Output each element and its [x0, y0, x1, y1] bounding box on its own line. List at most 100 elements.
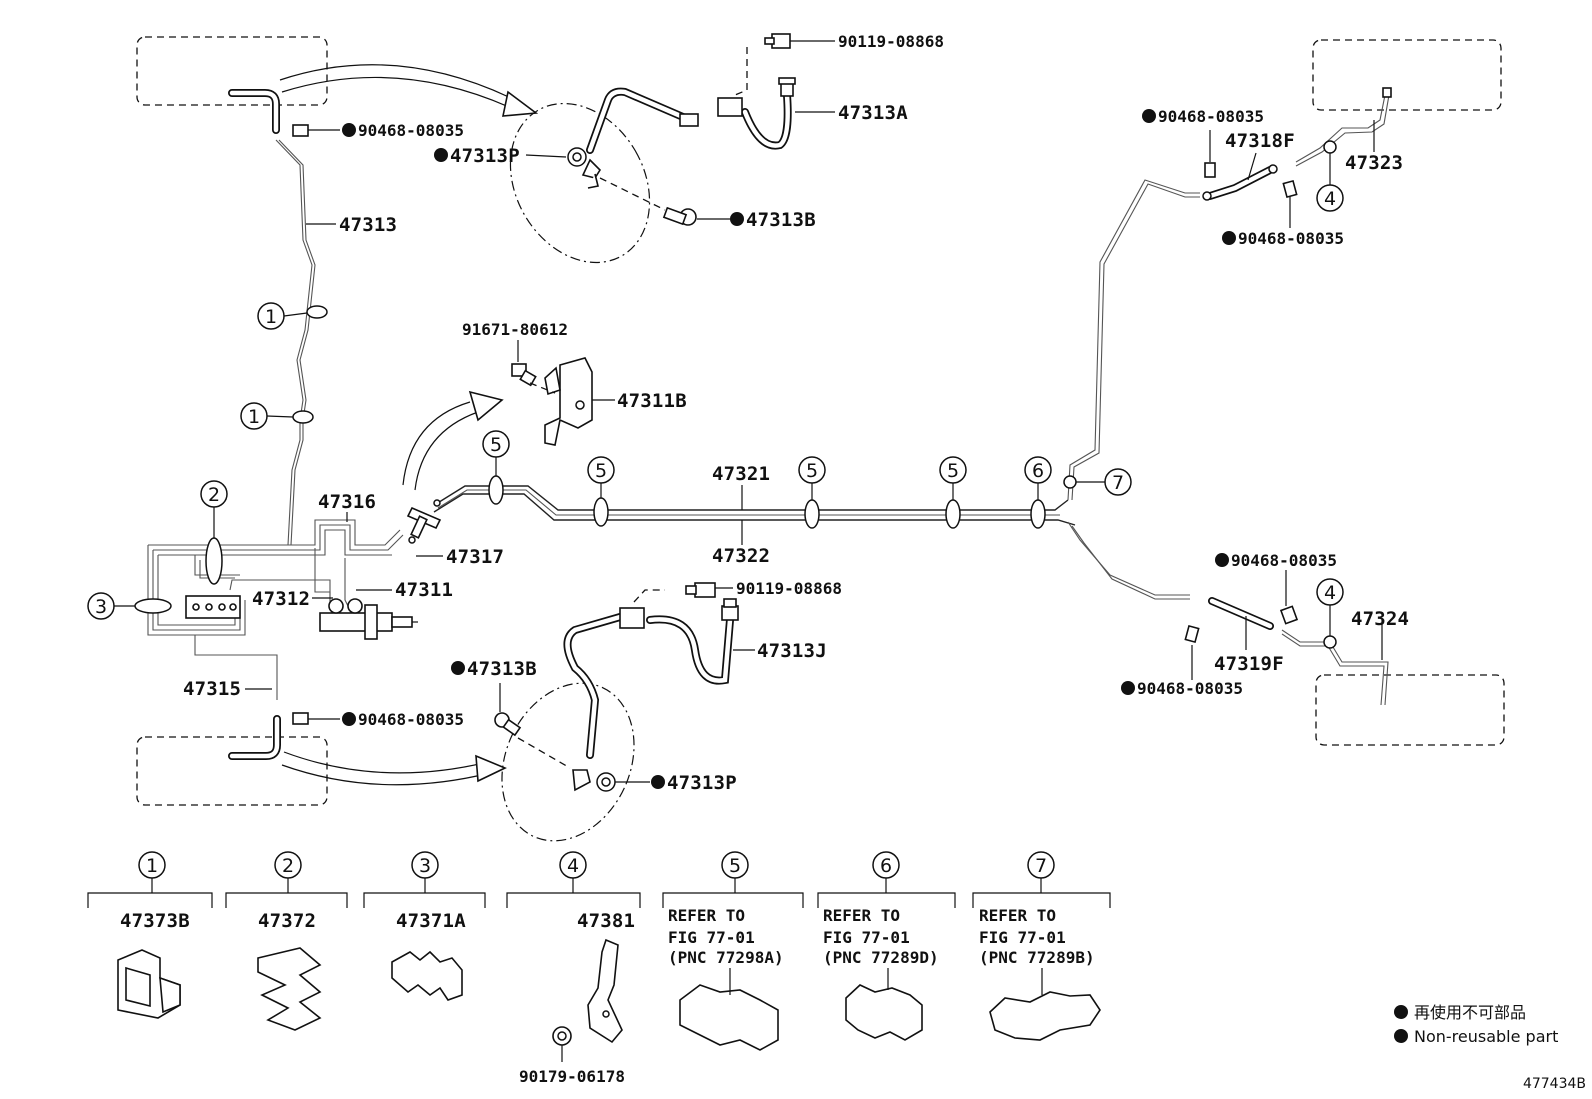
svg-text:Non-reusable part: Non-reusable part: [1414, 1027, 1558, 1046]
clip-90468-tl: [292, 124, 309, 137]
svg-text:1: 1: [248, 406, 260, 428]
svg-text:47373B: 47373B: [120, 910, 190, 932]
svg-text:(PNC 77289D): (PNC 77289D): [823, 948, 939, 967]
clamp-oval-3: [134, 598, 172, 614]
svg-text:1: 1: [146, 855, 158, 877]
label-90468-tl: 90468-08035: [358, 121, 464, 140]
svg-text:5: 5: [947, 460, 959, 482]
label-47319F: 47319F: [1214, 653, 1284, 675]
clamp-oval-1a: [306, 305, 328, 319]
pipe-47313: [275, 139, 313, 546]
bottom-left-elbow: [228, 715, 281, 760]
figure-id: 477434B: [1523, 1076, 1586, 1092]
label-90468-r1: 90468-08035: [1231, 551, 1337, 570]
label-47324: 47324: [1351, 608, 1409, 630]
pipe-47324: [1281, 629, 1389, 706]
clamp-oval-5b: [593, 497, 609, 527]
svg-text:2: 2: [208, 484, 220, 506]
hose-47313J: [563, 598, 739, 759]
detail-ellipse-bottom: [501, 682, 635, 842]
svg-text:1: 1: [265, 306, 277, 328]
svg-text:(PNC 77289B): (PNC 77289B): [979, 948, 1095, 967]
svg-text:REFER TO: REFER TO: [979, 906, 1056, 925]
label-47313B-bot: 47313B: [467, 658, 537, 680]
svg-text:FIG 77-01: FIG 77-01: [668, 928, 755, 947]
svg-text:5: 5: [595, 460, 607, 482]
svg-text:6: 6: [1032, 460, 1044, 482]
svg-text:3: 3: [95, 596, 107, 618]
callout-6: 6: [1024, 456, 1052, 500]
svg-text:REFER TO: REFER TO: [668, 906, 745, 925]
top-left-elbow: [228, 89, 280, 134]
svg-text:FIG 77-01: FIG 77-01: [823, 928, 910, 947]
clamp-oval-2: [205, 537, 223, 585]
bolt-47313B-bot: [494, 712, 522, 737]
bolt-47313B-top: [662, 206, 697, 226]
svg-text:再使用不可部品: 再使用不可部品: [1414, 1003, 1526, 1022]
svg-text:7: 7: [1112, 472, 1124, 494]
clip-90468-r2: [1184, 624, 1200, 644]
bolt-91671: [511, 363, 537, 387]
svg-text:4: 4: [1324, 188, 1336, 210]
clamp-circle-4b: [1323, 635, 1337, 649]
clamp-legend-7: 7 REFER TO FIG 77-01 (PNC 77289B): [972, 851, 1111, 1041]
label-90468-r2: 90468-08035: [1137, 679, 1243, 698]
clamp-legend-6: 6 REFER TO FIG 77-01 (PNC 77289D): [817, 851, 956, 1041]
label-90119-top: 90119-08868: [838, 32, 944, 51]
callout-5a: 5: [482, 430, 510, 476]
svg-text:5: 5: [806, 460, 818, 482]
label-47313J: 47313J: [757, 640, 827, 662]
clamp-oval-1b: [292, 410, 314, 424]
curved-arrow-bottom: [281, 751, 507, 786]
label-47312: 47312: [252, 588, 310, 610]
clamp-legend-3: 3 47371A: [363, 851, 486, 1001]
hose-47319F: [1208, 597, 1274, 630]
svg-text:90179-06178: 90179-06178: [519, 1067, 625, 1086]
label-90119-bot: 90119-08868: [736, 579, 842, 598]
callout-1b: 1: [240, 402, 294, 430]
pipe-47322: [433, 493, 1076, 526]
label-47313A: 47313A: [838, 102, 908, 124]
clamp-oval-6: [1030, 499, 1046, 529]
clamp-oval-5d: [945, 499, 961, 529]
rear-right-wheel-area: [1312, 39, 1502, 111]
banjo-47313P-top: [567, 147, 602, 189]
detail-ellipse-top: [509, 102, 651, 264]
label-47318F: 47318F: [1225, 130, 1295, 152]
hose-47313A: [586, 77, 796, 154]
clip-90468-tr1: [1204, 162, 1216, 178]
label-47323: 47323: [1345, 152, 1403, 174]
label-47311B: 47311B: [617, 390, 687, 412]
svg-text:47381: 47381: [577, 910, 635, 932]
label-90468-tr2: 90468-08035: [1238, 229, 1344, 248]
label-47313P-bot: 47313P: [667, 772, 737, 794]
label-47313B-top: 47313B: [746, 209, 816, 231]
label-90468-bl: 90468-08035: [358, 710, 464, 729]
label-47313: 47313: [339, 214, 397, 236]
pipe-47323: [1295, 94, 1386, 163]
curved-arrow-middle: [402, 390, 504, 491]
svg-text:4: 4: [1324, 582, 1336, 604]
svg-text:47371A: 47371A: [396, 910, 466, 932]
svg-text:5: 5: [490, 434, 502, 456]
label-47315: 47315: [183, 678, 241, 700]
label-47321: 47321: [712, 463, 770, 485]
label-47316: 47316: [318, 491, 376, 513]
pipe-rear-right-up: [1067, 179, 1200, 501]
svg-text:4: 4: [567, 855, 579, 877]
svg-text:(PNC 77298A): (PNC 77298A): [668, 948, 784, 967]
union-47317: [406, 499, 442, 544]
master-cylinder: [319, 598, 418, 640]
clamp-circle-7: [1063, 475, 1077, 489]
callout-7: 7: [1076, 468, 1132, 496]
callout-1a: 1: [257, 302, 308, 330]
clamp-oval-5c: [804, 499, 820, 529]
pipe-rear-left-down: [1067, 521, 1190, 596]
bolt-90119-top: [764, 33, 791, 49]
front-left-wheel-area: [136, 36, 328, 106]
callout-4b: 4: [1316, 578, 1344, 636]
clip-90468-tr2: [1282, 179, 1298, 199]
svg-text:3: 3: [419, 855, 431, 877]
clip-90468-r1: [1279, 605, 1299, 625]
rear-left-wheel-area: [1315, 674, 1505, 746]
